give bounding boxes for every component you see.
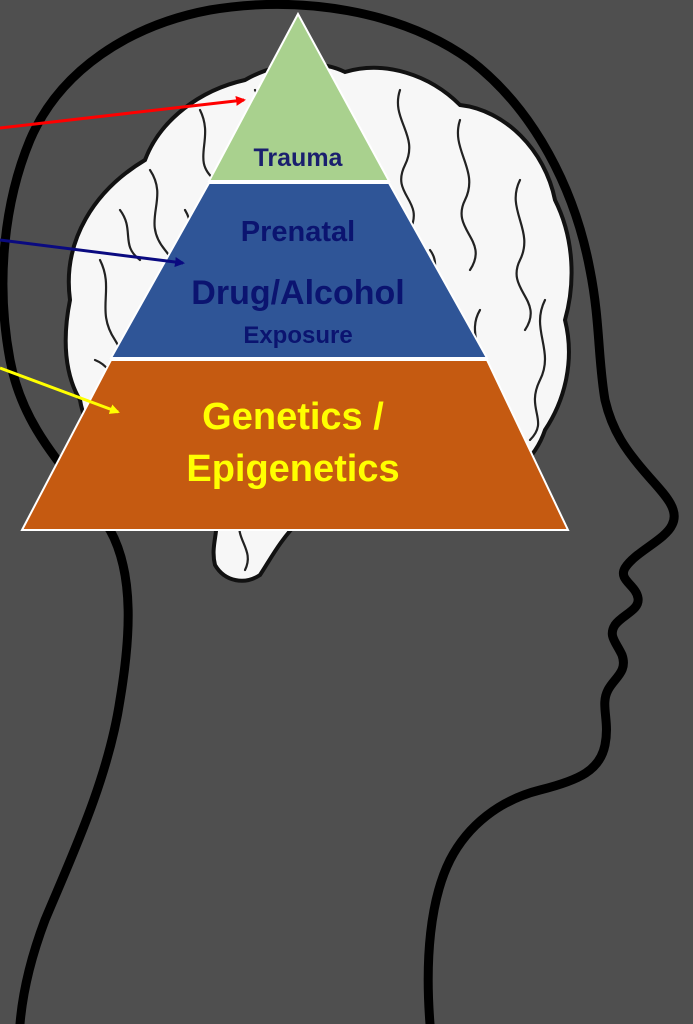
epigenetics-label: Epigenetics	[186, 448, 399, 490]
genetics-label: Genetics /	[202, 396, 384, 438]
pyramid-tier-genetics	[22, 360, 568, 530]
exposure-label: Exposure	[243, 322, 352, 349]
drug-alcohol-label: Drug/Alcohol	[191, 274, 404, 312]
prenatal-label: Prenatal	[241, 216, 355, 248]
trauma-label: Trauma	[254, 144, 344, 172]
